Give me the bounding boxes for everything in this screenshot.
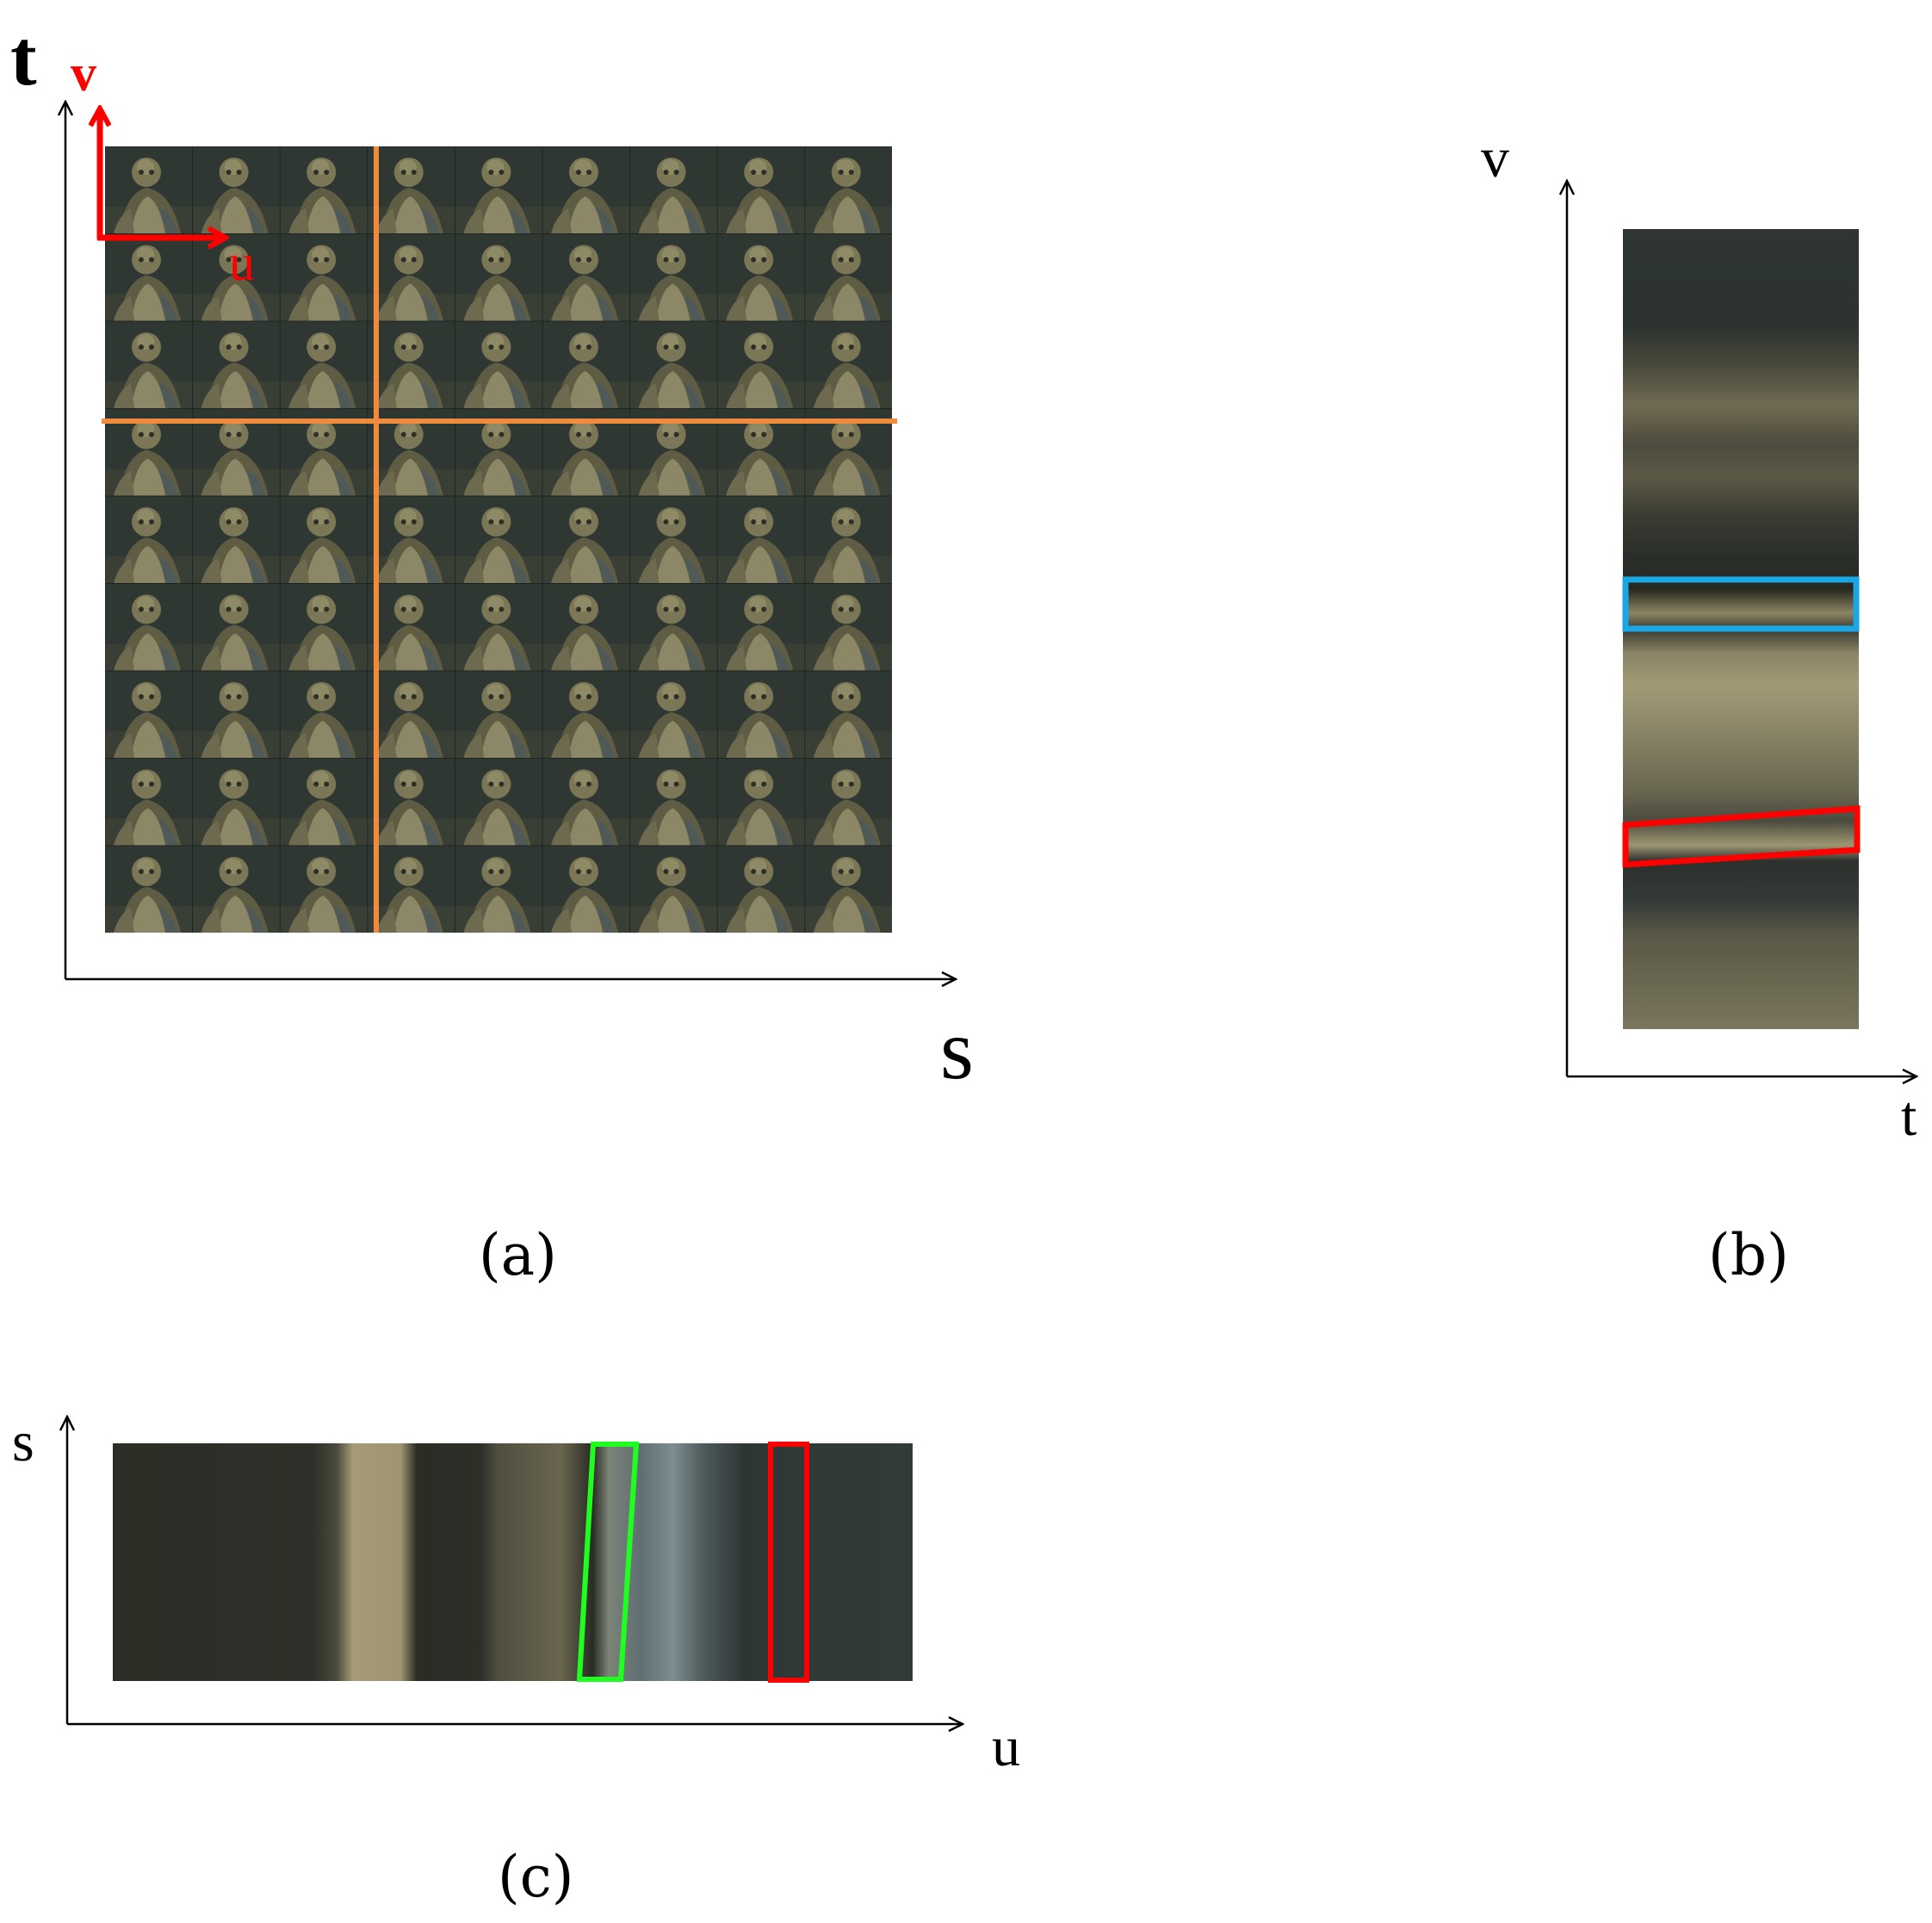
panel-a-t-axis-label: t: [10, 14, 37, 102]
green-slanted-box: [576, 1442, 640, 1682]
u-direction-label: u: [229, 234, 255, 291]
panel-a: t s v u (a): [10, 14, 974, 1288]
red-slanted-box: [1622, 805, 1861, 868]
panel-c: s u (c): [12, 1411, 1020, 1910]
panel-c-u-axis-label: u: [992, 1715, 1020, 1778]
sub-aperture-image-grid: [105, 146, 892, 933]
su-epipolar-image: [113, 1443, 913, 1681]
red-vertical-box: [768, 1442, 809, 1683]
panel-b-t-axis-label: t: [1901, 1085, 1917, 1148]
v-direction-label: v: [71, 45, 96, 102]
panel-b-caption: (b): [1708, 1222, 1789, 1288]
panel-a-s-axis-label: s: [940, 1002, 974, 1097]
panel-b: v t (b): [1481, 127, 1917, 1288]
panel-b-v-axis-label: v: [1481, 127, 1509, 189]
panel-a-caption: (a): [479, 1222, 557, 1288]
blue-highlight-box: [1622, 576, 1860, 632]
panel-c-caption: (c): [498, 1844, 573, 1910]
panel-c-s-axis-label: s: [12, 1411, 34, 1473]
